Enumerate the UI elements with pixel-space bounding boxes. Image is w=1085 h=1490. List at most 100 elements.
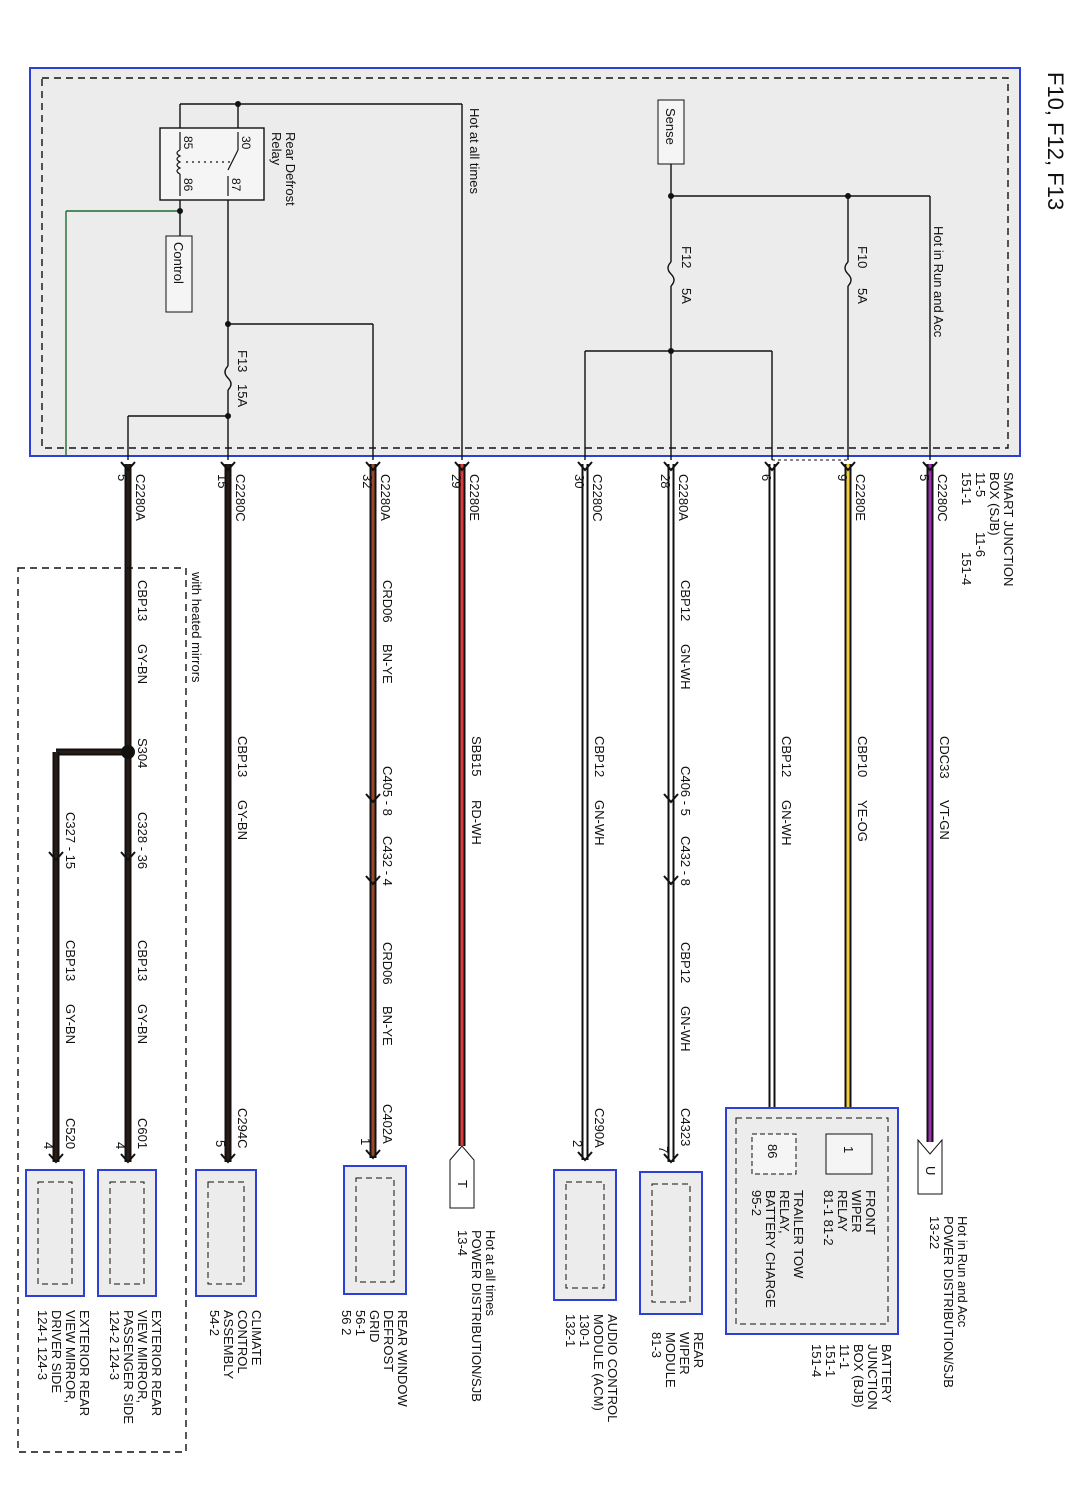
svg-text:C4323: C4323	[678, 1108, 693, 1146]
svg-text:81-3: 81-3	[649, 1332, 664, 1358]
svg-text:86: 86	[181, 178, 195, 192]
svg-text:C432 - 8: C432 - 8	[678, 836, 693, 886]
svg-text:C402A: C402A	[380, 1104, 395, 1144]
connector-label: C2280C	[935, 474, 950, 522]
inline-connector-chevron	[120, 851, 136, 862]
sjb-connector-chevron	[840, 461, 856, 472]
heated-mirrors-option-box	[17, 567, 187, 1453]
ref-t-letter: T	[455, 1180, 470, 1188]
circuit-id-label: CBP13	[235, 736, 250, 777]
svg-text:JUNCTION: JUNCTION	[865, 1344, 880, 1410]
trailer-tow-relay-label: TRAILER TOW RELAY, BATTERY CHARGE 95-2	[749, 1190, 806, 1308]
svg-text:Rear Defrost: Rear Defrost	[283, 132, 298, 206]
ref-t-text: Hot at all times POWER DISTRIBUTION/SJB …	[455, 1230, 498, 1402]
svg-text:124-2 124-3: 124-2 124-3	[107, 1310, 122, 1380]
component-audio-control-module: AUDIO CONTROL MODULE (ACM) 130-1 132-1	[553, 1169, 620, 1422]
svg-text:56-1: 56-1	[353, 1310, 368, 1336]
svg-text:MODULE (ACM): MODULE (ACM)	[591, 1314, 606, 1411]
pin-label: 32	[360, 474, 375, 488]
svg-text:RELAY,: RELAY,	[777, 1190, 792, 1234]
sjb-inner-dashed	[41, 77, 1009, 449]
component-connector-chevron	[220, 1153, 236, 1164]
svg-text:7: 7	[656, 1146, 671, 1153]
svg-text:13-4: 13-4	[455, 1230, 470, 1256]
svg-text:POWER DISTRIBUTION/SJB: POWER DISTRIBUTION/SJB	[941, 1216, 956, 1388]
front-wiper-pin-box	[825, 1133, 873, 1175]
svg-text:C290A: C290A	[592, 1108, 607, 1148]
fuse-f13-rating: 15A	[235, 384, 250, 407]
heated-mirrors-label: with heated mirrors	[189, 571, 204, 683]
svg-text:30: 30	[239, 136, 253, 150]
svg-text:POWER DISTRIBUTION/SJB: POWER DISTRIBUTION/SJB	[469, 1230, 484, 1402]
wire-color-label: GY-BN	[63, 1004, 78, 1044]
circuit-labels: 5 C2280C CDC33 VT-GN 9 C2280E CBP10 YE-O…	[63, 474, 952, 1052]
svg-text:Hot in Run and Acc: Hot in Run and Acc	[955, 1216, 970, 1328]
wire-color-label: BN-YE	[380, 1006, 395, 1046]
sjb-connector-chevron	[764, 461, 780, 472]
component-climate-control-assembly: CLIMATE CONTROL ASSEMBLY 54-2	[195, 1169, 264, 1379]
svg-text:C328 - 36: C328 - 36	[135, 812, 150, 869]
component-exterior-mirror-passenger: EXTERIOR REAR VIEW MIRROR, PASSENGER SID…	[97, 1169, 164, 1424]
control-label: Control	[171, 242, 186, 284]
front-wiper-pin: 1	[841, 1146, 856, 1153]
circuit-id-label: CBP10	[855, 736, 870, 777]
circuit-id-label: CBP12	[779, 736, 794, 777]
circuit-id-label: CBP13	[63, 940, 78, 981]
ref-t-flag	[449, 1145, 475, 1209]
svg-text:VIEW MIRROR,: VIEW MIRROR,	[63, 1310, 78, 1403]
svg-text:DRIVER SIDE: DRIVER SIDE	[49, 1310, 64, 1393]
svg-text:BOX (BJB): BOX (BJB)	[851, 1344, 866, 1408]
pin-label: 30	[572, 474, 587, 488]
hot-run-acc-label: Hot in Run and Acc	[931, 226, 946, 338]
svg-text:87: 87	[229, 178, 243, 192]
connector-label: C2280E	[853, 474, 868, 521]
fuse-f12-name: F12	[679, 246, 694, 268]
svg-text:4: 4	[113, 1142, 128, 1149]
bjb-label: BATTERY JUNCTION BOX (BJB) 11-1 151-1 15…	[809, 1344, 894, 1410]
bjb-inner-dashed	[735, 1117, 889, 1325]
wire-color-label: GY-BN	[135, 1004, 150, 1044]
trailer-tow-pin-box	[751, 1133, 797, 1175]
component-connector-chevron	[365, 1149, 381, 1160]
fuse-f12-rating: 5A	[679, 288, 694, 304]
svg-text:C327 - 15: C327 - 15	[63, 812, 78, 869]
splice-label: S304	[135, 738, 150, 768]
svg-text:11-6: 11-6	[973, 532, 988, 557]
connector-label: C2280C	[233, 474, 248, 522]
svg-text:GRID: GRID	[367, 1310, 382, 1343]
sjb-connector-chevron	[120, 461, 136, 472]
pin-label: 5	[115, 474, 130, 481]
ref-u-letter: U	[923, 1166, 938, 1175]
svg-text:C405 - 8: C405 - 8	[380, 766, 395, 816]
svg-text:TRAILER TOW: TRAILER TOW	[791, 1190, 806, 1279]
wire-color-label: GN-WH	[779, 800, 794, 846]
svg-text:ASSEMBLY: ASSEMBLY	[221, 1310, 236, 1379]
svg-text:5: 5	[213, 1140, 228, 1147]
wire-color-label: GN-WH	[678, 1006, 693, 1052]
svg-text:CLIMATE: CLIMATE	[249, 1310, 264, 1366]
svg-text:WIPER: WIPER	[677, 1332, 692, 1375]
svg-text:C406 - 5: C406 - 5	[678, 766, 693, 816]
wire-color-label: GN-WH	[678, 644, 693, 690]
svg-text:EXTERIOR REAR: EXTERIOR REAR	[149, 1310, 164, 1416]
svg-text:11-1: 11-1	[837, 1344, 852, 1369]
fuse-f10-name: F10	[855, 246, 870, 268]
circuit-id-label: CBP12	[678, 580, 693, 621]
svg-text:BOX (SJB): BOX (SJB)	[987, 472, 1002, 536]
svg-text:BATTERY: BATTERY	[879, 1344, 894, 1403]
sjb-internal-wiring	[65, 103, 931, 460]
circuit-id-label: CBP12	[592, 736, 607, 777]
sjb-connector-chevron	[365, 461, 381, 472]
inline-connector-chevron	[365, 875, 381, 886]
svg-text:REAR: REAR	[691, 1332, 706, 1368]
circuit-id-label: CRD06	[380, 580, 395, 623]
svg-text:151-1: 151-1	[823, 1344, 838, 1377]
circuit-id-label: CDC33	[937, 736, 952, 779]
svg-text:124-1 124-3: 124-1 124-3	[35, 1310, 50, 1380]
svg-text:RELAY: RELAY	[835, 1190, 850, 1232]
page-title: F10, F12, F13	[1043, 72, 1068, 210]
wire-color-label: GY-BN	[135, 644, 150, 684]
ref-u-flag	[917, 1138, 943, 1195]
sjb-label: SMART JUNCTION BOX (SJB) 11-5 11-6 151-1…	[959, 472, 1016, 586]
